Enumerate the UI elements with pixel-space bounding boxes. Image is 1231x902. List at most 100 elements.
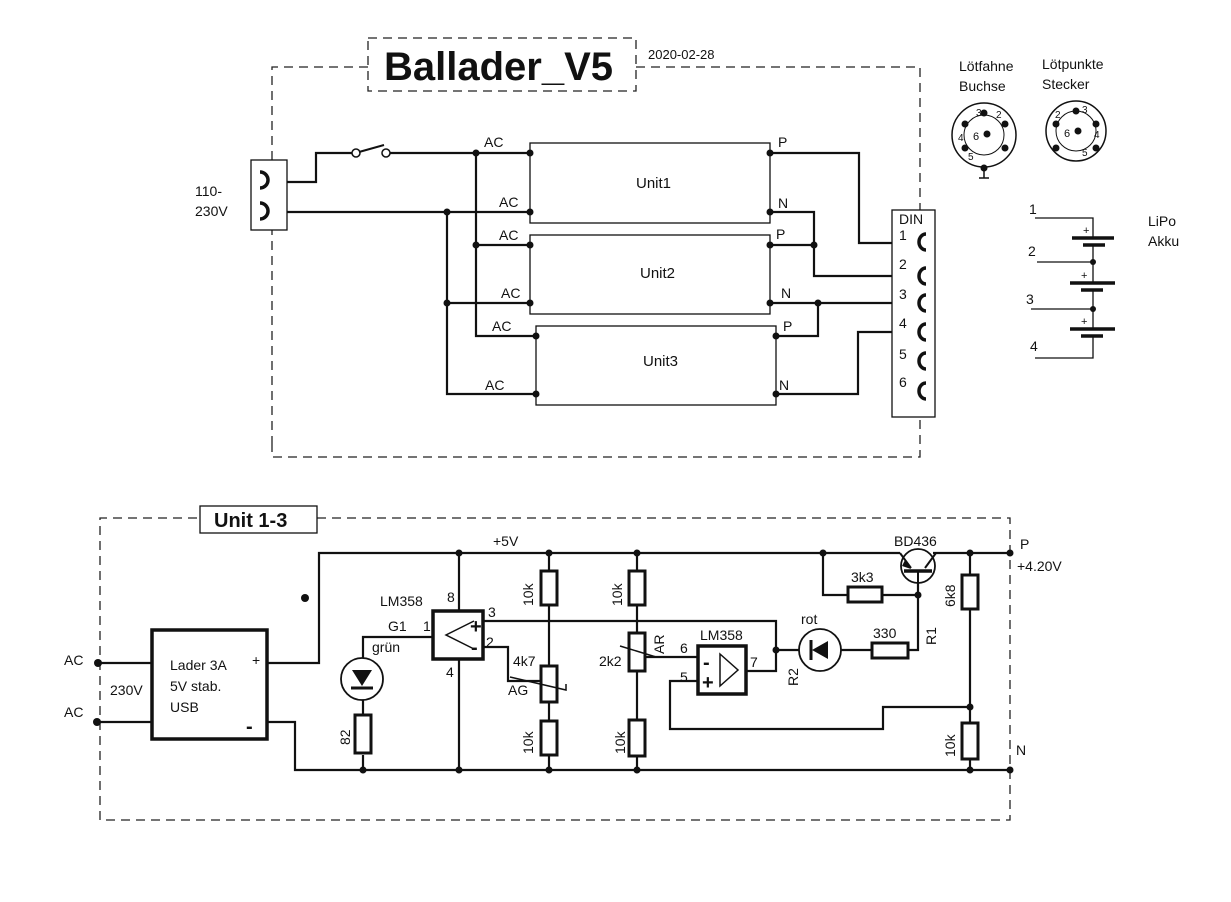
din-pin-label: 6 xyxy=(899,374,907,390)
socket-pinout: Lötfahne Buchse 3 2 4 6 5 xyxy=(951,58,1017,179)
resistor-label: 330 xyxy=(873,625,897,641)
pin-label: 4 xyxy=(446,664,454,680)
pin-number: 5 xyxy=(968,152,974,163)
plug-pinout: Lötpunkte Stecker 3 2 6 4 5 xyxy=(1042,56,1107,162)
pin-label: AC xyxy=(501,285,520,301)
unit-frame xyxy=(99,517,1011,821)
r1-label: R1 xyxy=(923,627,939,645)
resistor-label: 6k8 xyxy=(942,584,958,607)
output-n-label: N xyxy=(1016,742,1026,758)
green-led-branch: 82 G1 grün xyxy=(337,618,432,770)
pin-label: AC xyxy=(484,134,503,150)
output-p-label: P xyxy=(1020,536,1029,552)
din-pin-label: 4 xyxy=(899,315,907,331)
charger-module: AC AC 230V Lader 3A 5V stab. USB + - xyxy=(64,594,309,741)
pin-label: AC xyxy=(492,318,511,334)
rails: +5V xyxy=(267,533,1010,772)
din-pin-label: 1 xyxy=(899,227,907,243)
rail-label: +5V xyxy=(493,533,519,549)
pin-label: P xyxy=(783,318,792,334)
din-pin-label: 3 xyxy=(899,286,907,302)
junction-dots-top xyxy=(443,149,822,398)
pin-label: 7 xyxy=(750,654,758,670)
g1-label: G1 xyxy=(388,618,407,634)
pin-label: 5 xyxy=(680,669,688,685)
resistor-label: 10k xyxy=(520,730,536,754)
ac-label: AC xyxy=(64,704,83,720)
ac-wiring xyxy=(287,153,536,396)
pin-number: 6 xyxy=(1064,128,1070,140)
unit-2: Unit2 AC AC P N xyxy=(499,226,791,315)
resistor-label: 10k xyxy=(612,730,628,754)
pin-number: 4 xyxy=(958,133,964,144)
pin-label: AC xyxy=(499,227,518,243)
plus-sign: + xyxy=(702,672,714,694)
plug-contact-icon xyxy=(259,201,270,221)
din-pin-label: 5 xyxy=(899,346,907,362)
charger-label: 5V stab. xyxy=(170,678,221,694)
unit-label: Unit3 xyxy=(643,353,678,370)
pin-label: AC xyxy=(499,194,518,210)
pin-number: 4 xyxy=(1094,130,1100,141)
charger-label: Lader 3A xyxy=(170,657,227,673)
battery-tap-label: 2 xyxy=(1028,243,1036,259)
pin-label: 8 xyxy=(447,589,455,605)
pot-value-label: 2k2 xyxy=(599,653,622,669)
output-divider: 6k8 10k P +4.20V N xyxy=(942,536,1062,770)
pin-label: 6 xyxy=(680,640,688,656)
date-label: 2020-02-28 xyxy=(648,47,715,62)
battery-tap-label: 1 xyxy=(1029,201,1037,217)
plus-sign: + xyxy=(1083,225,1089,237)
resistor-label: 3k3 xyxy=(851,569,874,585)
switch-icon xyxy=(287,144,530,184)
red-led-branch: rot 330 R1 xyxy=(798,595,939,672)
ar-divider: 10k 2k2 AR 10k xyxy=(599,553,698,770)
plus-sign: + xyxy=(1081,316,1087,328)
ac-label: AC xyxy=(64,652,83,668)
unit-1: Unit1 AC AC P N xyxy=(484,134,788,224)
unit-label: Unit1 xyxy=(636,175,671,192)
opamp-1: LM358 8 1 3 2 4 + - xyxy=(380,553,778,770)
minus-sign: - xyxy=(703,652,710,674)
potentiometer-wiper-icon xyxy=(509,676,567,691)
pin-number: 2 xyxy=(1055,110,1061,121)
junction-dots-bottom xyxy=(359,549,1014,774)
plug-title: Lötpunkte xyxy=(1042,56,1104,72)
led-label: grün xyxy=(372,639,400,655)
plus-sign: + xyxy=(1081,270,1087,282)
opamp-2: LM358 6 5 7 - + R2 xyxy=(668,627,970,731)
unit-3: Unit3 AC AC P N xyxy=(485,318,792,406)
pin-number: 2 xyxy=(996,110,1002,121)
potentiometer-wiper-icon xyxy=(619,645,657,658)
top-frame xyxy=(271,66,921,458)
pin-label: N xyxy=(778,195,788,211)
resistor-label: 10k xyxy=(609,582,625,606)
pin-label: P xyxy=(776,226,785,242)
resistor-label: 10k xyxy=(520,582,536,606)
minus-sign: - xyxy=(246,716,253,738)
din-label: DIN xyxy=(899,211,923,227)
pin-label: N xyxy=(779,377,789,393)
battery-sublabel: Akku xyxy=(1148,233,1179,249)
din-pin-label: 2 xyxy=(899,256,907,272)
pin-number: 3 xyxy=(976,108,982,119)
pin-label: AC xyxy=(485,377,504,393)
plug-contact-icon xyxy=(259,170,270,190)
pot-name-label: AR xyxy=(651,635,667,654)
resistor-label: 10k xyxy=(942,733,958,757)
pot-name-label: AG xyxy=(508,682,528,698)
battery-label: LiPo xyxy=(1148,213,1176,229)
r2-label: R2 xyxy=(785,668,801,686)
pot-value-label: 4k7 xyxy=(513,653,536,669)
ag-divider: 10k 4k7 AG 10k xyxy=(508,553,567,770)
unit-title: Unit 1-3 xyxy=(214,510,287,532)
transistor-label: BD436 xyxy=(894,533,937,549)
pin-label: N xyxy=(781,285,791,301)
pin-label: 2 xyxy=(486,634,494,650)
opamp-label: LM358 xyxy=(700,627,743,643)
pin-number: 3 xyxy=(1082,105,1088,116)
unit-label: Unit2 xyxy=(640,265,675,282)
din-contact-icon xyxy=(917,232,927,401)
pin-label: 1 xyxy=(423,618,431,634)
